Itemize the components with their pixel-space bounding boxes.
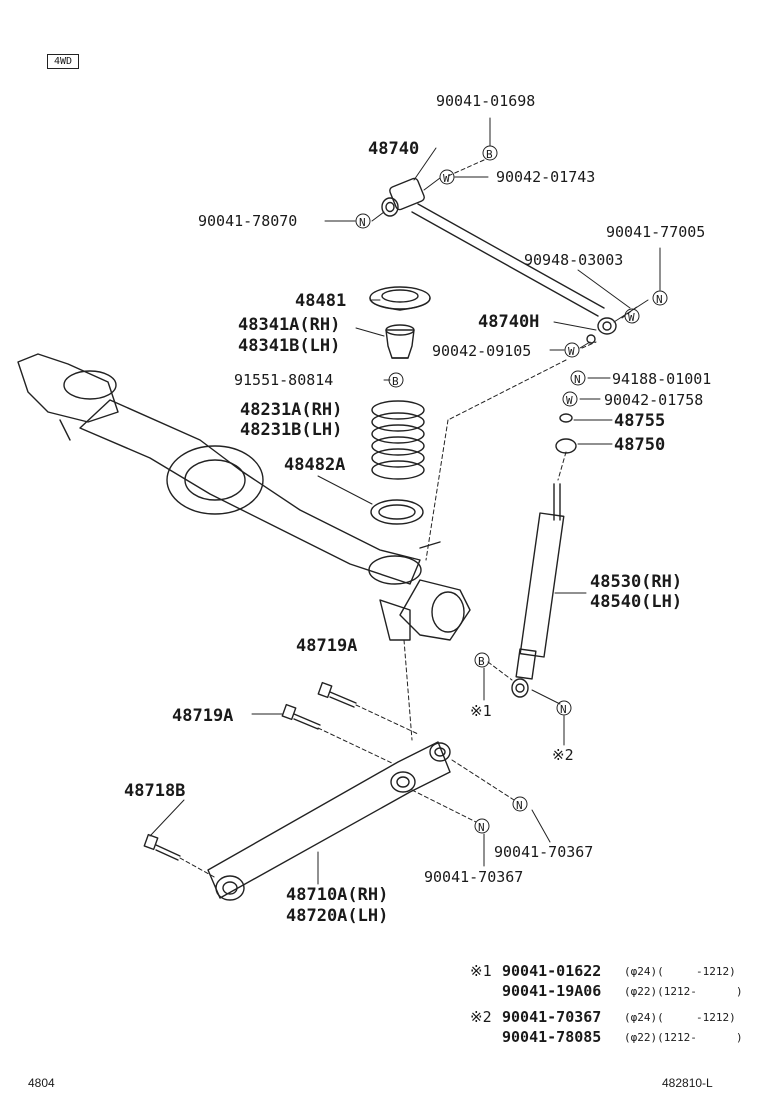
lateral-control-rod [381,177,617,344]
callout-label[interactable]: 48718B [124,781,186,801]
marker-w: W [443,172,450,185]
note-mark: ※2 [470,1008,492,1026]
spring-insulator [370,499,424,525]
callout-label[interactable]: 90948-03003 [524,251,624,269]
callout-label[interactable]: 48540(LH) [590,592,683,612]
marker-n: N [560,703,567,716]
note-range: ) [736,1031,743,1044]
callout-label[interactable]: 91551-80814 [234,371,334,389]
callout-label[interactable]: 48740H [478,312,540,332]
callout-label[interactable]: 48719A [172,706,234,726]
marker-w: W [568,345,575,358]
coil-spring [371,400,425,480]
callout-label[interactable]: 90042-01758 [604,391,704,409]
marker-circles [355,145,668,834]
marker-w: W [628,311,635,324]
ref-mark-2: ※2 [552,746,574,764]
callout-label[interactable]: 48755 [614,411,666,431]
spring-upper-seat [369,286,431,311]
callout-label[interactable]: 48530(RH) [590,572,683,592]
marker-b: B [486,148,493,161]
callout-label[interactable]: 48740 [368,139,420,159]
callout-label[interactable]: 90041-70367 [494,843,594,861]
callout-label[interactable]: 48750 [614,435,666,455]
callout-label[interactable]: 48482A [284,455,346,475]
note-size: (φ24)( [624,1011,664,1024]
ref-mark-1: ※1 [470,702,492,720]
callout-label[interactable]: 48341B(LH) [238,336,341,356]
callout-label[interactable]: 48341A(RH) [238,315,341,335]
shock-absorber [511,413,577,698]
lower-control-arm [207,741,451,901]
callout-label[interactable]: 48231A(RH) [240,400,343,420]
leader-lines [149,117,661,885]
marker-b: B [392,375,399,388]
callout-label[interactable]: 48720A(LH) [286,906,389,926]
footer-figure-code: 482810-L [662,1076,713,1090]
callout-label[interactable]: 48710A(RH) [286,885,389,905]
note-size: (φ24)( [624,965,664,978]
assembly-lines [179,159,639,879]
note-range: -1212) [696,965,736,978]
marker-n: N [359,216,366,229]
note-mark: ※1 [470,962,492,980]
callout-label[interactable]: 90041-70367 [424,868,524,886]
bolts [143,681,357,861]
marker-n: N [574,373,581,386]
marker-w: W [566,394,573,407]
callout-label[interactable]: 90041-78070 [198,212,298,230]
note-part[interactable]: 90041-78085 [502,1028,602,1046]
callout-label[interactable]: 90042-01743 [496,168,596,186]
callout-label[interactable]: 90041-77005 [606,223,706,241]
callout-label[interactable]: 48719A [296,636,358,656]
rear-axle-housing [17,353,471,641]
callout-label[interactable]: 48231B(LH) [240,420,343,440]
marker-n: N [478,821,485,834]
note-range: -1212) [696,1011,736,1024]
callout-label[interactable]: 90041-01698 [436,92,536,110]
bump-stopper [385,324,415,359]
footer-page-code: 4804 [28,1076,55,1090]
marker-b: B [478,655,485,668]
callout-label[interactable]: 90042-09105 [432,342,532,360]
note-size: (φ22)(1212- [624,985,697,998]
marker-n: N [656,293,663,306]
note-part[interactable]: 90041-70367 [502,1008,602,1026]
marker-n: N [516,799,523,812]
note-range: ) [736,985,743,998]
drive-type-tag: 4WD [47,54,80,69]
callout-label[interactable]: 94188-01001 [612,370,712,388]
note-part[interactable]: 90041-19A06 [502,982,602,1000]
note-size: (φ22)(1212- [624,1031,697,1044]
note-part[interactable]: 90041-01622 [502,962,602,980]
callout-label[interactable]: 48481 [295,291,347,311]
